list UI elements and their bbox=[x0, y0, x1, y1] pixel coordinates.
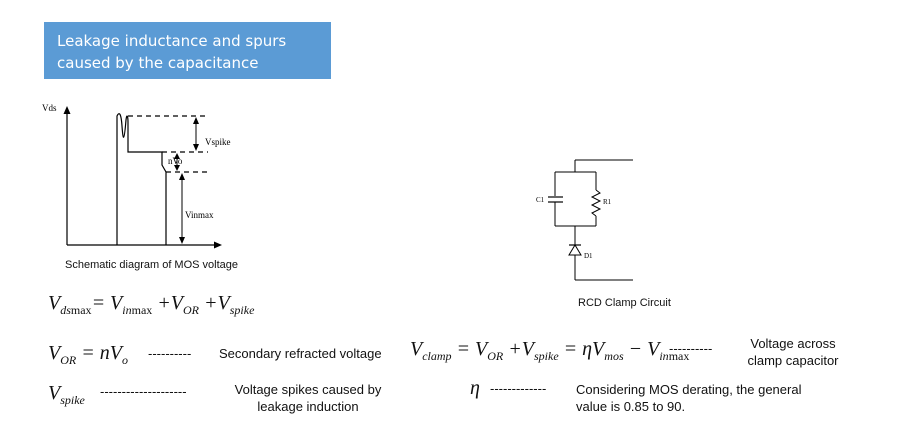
resistor-r1 bbox=[590, 189, 602, 217]
diode-d1 bbox=[568, 244, 582, 256]
vspike-description: Voltage spikes caused by leakage inducti… bbox=[234, 382, 382, 414]
vds-waveform bbox=[116, 113, 167, 245]
r1-label: R1 bbox=[603, 198, 612, 206]
d1-label: D1 bbox=[584, 252, 593, 260]
rcd-circuit-caption: RCD Clamp Circuit bbox=[578, 297, 671, 309]
vclamp-description: Voltage across clamp capacitor bbox=[747, 336, 839, 368]
vinmax-label: Vinmax bbox=[185, 210, 214, 220]
eta-dashes: ------------- bbox=[490, 381, 547, 396]
rcd-clamp-circuit: C1 R1 D1 bbox=[536, 159, 633, 281]
mos-diagram-caption: Schematic diagram of MOS voltage bbox=[65, 259, 239, 271]
formula-vclamp: Vclamp = VOR +Vspike = ηVmos − Vinmax bbox=[410, 338, 690, 363]
x-axis-arrow bbox=[214, 241, 222, 249]
vor-description: Secondary refracted voltage bbox=[219, 346, 382, 361]
vspike-label: Vspike bbox=[205, 137, 231, 147]
formula-vspike: Vspike bbox=[48, 382, 85, 407]
title-banner: Leakage inductance and spurs caused by t… bbox=[44, 22, 331, 79]
eta-description: Considering MOS derating, the general va… bbox=[576, 382, 802, 414]
vor-dashes: ---------- bbox=[148, 346, 192, 361]
title-line-1: Leakage inductance and spurs bbox=[57, 32, 287, 50]
vspike-dashes: -------------------- bbox=[100, 384, 187, 399]
y-axis-label: Vds bbox=[42, 103, 57, 113]
formula-vor: VOR = nVo bbox=[48, 342, 128, 367]
formula-vds-max: Vdsmax= Vinmax +VOR +Vspike bbox=[48, 292, 255, 317]
c1-label: C1 bbox=[536, 196, 545, 204]
title-line-2: caused by the capacitance bbox=[57, 54, 259, 72]
nvo-label: nVo bbox=[168, 156, 183, 166]
formula-eta: η bbox=[470, 377, 480, 399]
y-axis-arrow bbox=[63, 106, 71, 114]
vclamp-dashes: ---------- bbox=[669, 341, 713, 356]
